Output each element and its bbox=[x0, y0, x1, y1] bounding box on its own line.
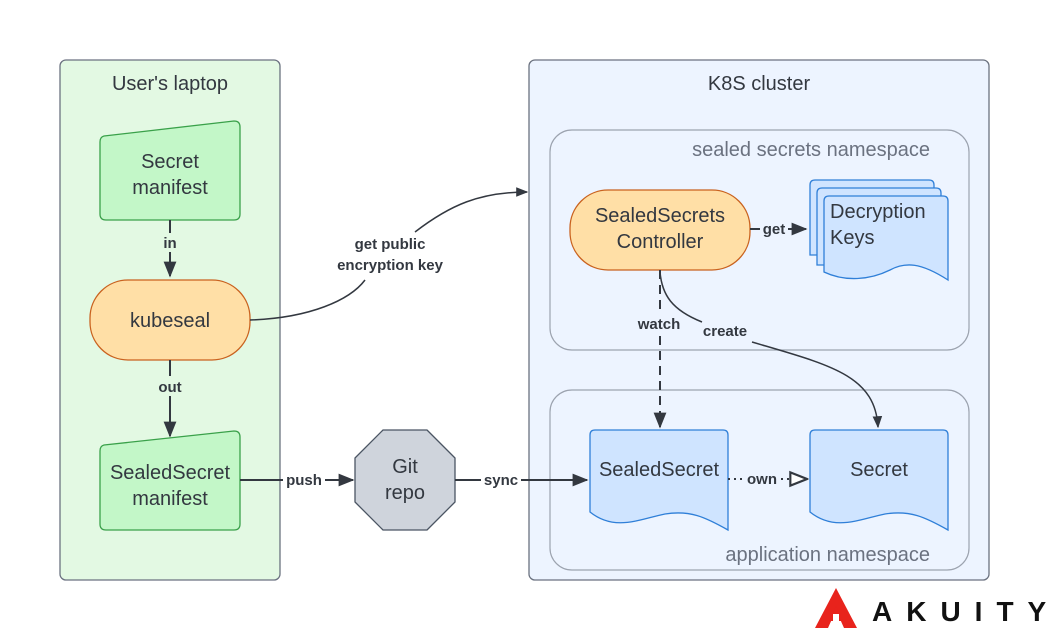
edge-push: push bbox=[240, 472, 355, 489]
secret-manifest-line1: Secret bbox=[141, 151, 199, 173]
decryption-keys-node[interactable]: Decryption Keys bbox=[809, 179, 949, 282]
edge-label-own: own bbox=[747, 471, 777, 488]
sealedsecret-node[interactable]: SealedSecret bbox=[589, 429, 729, 532]
sealedsecret-manifest-node[interactable]: SealedSecret manifest bbox=[99, 430, 241, 531]
git-repo-line1: Git bbox=[392, 456, 418, 478]
git-repo-node[interactable]: Git repo bbox=[354, 429, 456, 531]
git-repo-line2: repo bbox=[385, 482, 425, 504]
cluster-title: K8S cluster bbox=[708, 73, 811, 95]
edge-create: create bbox=[659, 271, 883, 429]
edge-label-get: get bbox=[763, 221, 786, 238]
edge-label-push: push bbox=[286, 472, 322, 489]
sealedsecret-manifest-line1: SealedSecret bbox=[110, 462, 231, 484]
edge-get-public-key: get public encryption key bbox=[249, 187, 529, 321]
controller-node[interactable]: SealedSecrets Controller bbox=[569, 189, 751, 271]
edge-label-sync: sync bbox=[484, 472, 518, 489]
edge-out: out bbox=[158, 360, 182, 438]
kubeseal-node[interactable]: kubeseal bbox=[89, 279, 251, 361]
akuity-logo-icon bbox=[815, 588, 857, 628]
edge-label-watch: watch bbox=[637, 316, 681, 333]
secret-node[interactable]: Secret bbox=[809, 429, 949, 532]
sealedsecret-label: SealedSecret bbox=[599, 459, 720, 481]
edge-label-in: in bbox=[163, 235, 176, 252]
kubeseal-label: kubeseal bbox=[130, 310, 210, 332]
akuity-logo-text: AKUITY bbox=[872, 596, 1049, 627]
edge-label-out: out bbox=[158, 379, 181, 396]
akuity-logo: AKUITY bbox=[815, 588, 1049, 628]
edge-label-create: create bbox=[703, 323, 747, 340]
edge-get: get bbox=[750, 221, 808, 238]
sealed-namespace-label: sealed secrets namespace bbox=[692, 139, 930, 161]
secret-manifest-node[interactable]: Secret manifest bbox=[99, 120, 241, 221]
edge-in: in bbox=[163, 220, 177, 278]
edge-label-get-public-line2: encryption key bbox=[337, 257, 444, 274]
edge-label-get-public-line1: get public bbox=[355, 236, 426, 253]
secret-label: Secret bbox=[850, 459, 908, 481]
sealedsecret-manifest-line2: manifest bbox=[132, 488, 208, 510]
controller-line1: SealedSecrets bbox=[595, 205, 725, 227]
controller-line2: Controller bbox=[617, 231, 704, 253]
laptop-title: User's laptop bbox=[112, 73, 228, 95]
edge-watch: watch bbox=[637, 270, 681, 429]
decryption-keys-line2: Keys bbox=[830, 227, 874, 249]
decryption-keys-line1: Decryption bbox=[830, 201, 926, 223]
edge-sync: sync bbox=[455, 472, 589, 489]
sealed-secrets-namespace: sealed secrets namespace bbox=[549, 129, 970, 351]
application-namespace-label: application namespace bbox=[725, 544, 930, 566]
secret-manifest-line2: manifest bbox=[132, 177, 208, 199]
edge-own: own bbox=[728, 471, 807, 488]
